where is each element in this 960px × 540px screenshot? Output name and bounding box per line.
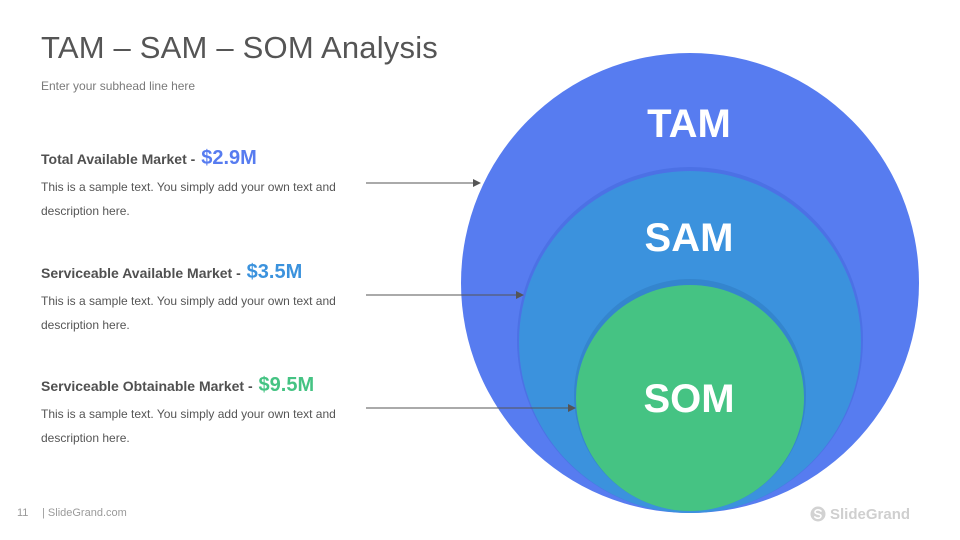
market-separator: - <box>232 265 245 281</box>
tam-circle-label: TAM <box>647 102 731 146</box>
market-heading: Serviceable Obtainable Market - $9.5M <box>41 372 361 398</box>
market-description: This is a sample text. You simply add yo… <box>41 294 336 332</box>
market-value: $3.5M <box>246 261 303 283</box>
market-block-sam: Serviceable Available Market - $3.5M Thi… <box>41 259 361 337</box>
sam-circle-label: SAM <box>645 216 734 260</box>
som-circle-label: SOM <box>643 377 734 421</box>
market-value: $9.5M <box>258 374 315 396</box>
market-label: Serviceable Obtainable Market <box>41 378 245 394</box>
market-separator: - <box>244 378 257 394</box>
footer-site-link[interactable]: | SlideGrand.com <box>42 507 127 519</box>
market-heading: Total Available Market - $2.9M <box>41 145 361 171</box>
brand-icon <box>810 506 826 522</box>
market-block-tam: Total Available Market - $2.9M This is a… <box>41 145 361 223</box>
market-label: Serviceable Available Market <box>41 265 233 281</box>
market-description: This is a sample text. You simply add yo… <box>41 407 336 445</box>
som-circle <box>576 285 804 511</box>
page-subtitle: Enter your subhead line here <box>41 79 196 93</box>
market-label: Total Available Market <box>41 151 187 167</box>
market-description: This is a sample text. You simply add yo… <box>41 180 336 218</box>
market-separator: - <box>186 151 200 167</box>
market-heading: Serviceable Available Market - $3.5M <box>41 259 361 285</box>
page-title: TAM – SAM – SOM Analysis <box>41 30 438 65</box>
market-block-som: Serviceable Obtainable Market - $9.5M Th… <box>41 372 361 450</box>
brand-name: SlideGrand <box>830 505 911 523</box>
brand-logo: SlideGrand <box>810 504 910 524</box>
page-number: 11 <box>17 507 29 519</box>
market-value: $2.9M <box>201 147 257 169</box>
